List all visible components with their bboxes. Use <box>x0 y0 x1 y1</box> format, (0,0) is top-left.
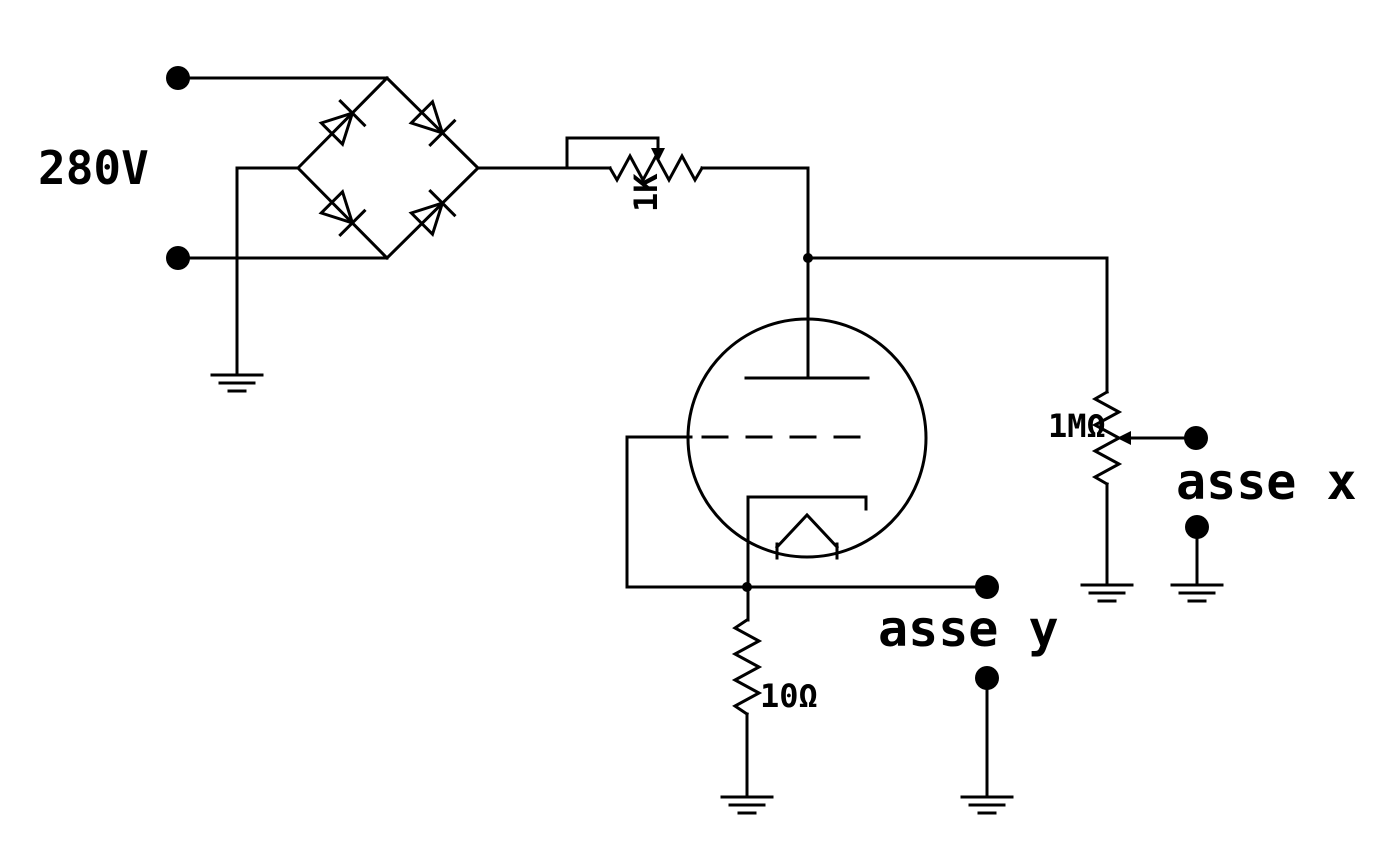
terminal-ac-bottom <box>166 246 190 270</box>
dots-layer <box>166 66 1209 690</box>
ground-symbol-y <box>960 795 1014 815</box>
label-cathode-resistor: 10Ω <box>760 677 818 715</box>
tube-heater <box>774 512 840 560</box>
cathode-resistor-zigzag <box>731 617 763 717</box>
wire-bplus-rail <box>806 256 1109 394</box>
ground-symbol-pot <box>1080 583 1134 603</box>
label-supply-voltage: 280V <box>38 141 149 195</box>
terminal-y-ground <box>975 666 999 690</box>
label-y-axis: asse y <box>878 600 1059 658</box>
bridge-rectifier <box>295 75 481 261</box>
wiring-layer <box>176 75 1224 815</box>
wire-bridge-ground <box>235 166 300 377</box>
ground-symbol-cathode <box>720 795 774 815</box>
terminal-x-ground <box>1185 515 1209 539</box>
terminal-x-signal <box>1184 426 1208 450</box>
terminal-y-signal <box>975 575 999 599</box>
bridge-diamond <box>295 75 481 261</box>
potentiometer-1m <box>1091 389 1187 587</box>
wire-grid-loop <box>625 435 989 589</box>
terminal-ac-top <box>166 66 190 90</box>
junction-bplus <box>803 253 813 263</box>
triode-vacuum-tube <box>625 317 928 622</box>
cathode-resistor-10ohm <box>731 617 763 799</box>
rheostat-wiper-loop <box>565 136 660 170</box>
ground-symbol-bridge <box>210 373 264 393</box>
junction-cathode-grid <box>742 582 752 592</box>
label-x-axis: asse x <box>1176 453 1357 511</box>
tube-cathode <box>746 495 868 511</box>
label-potentiometer: 1MΩ <box>1048 407 1106 445</box>
ground-symbol-x <box>1170 583 1224 603</box>
potentiometer-wiper-arrow <box>1117 431 1131 445</box>
label-rheostat: 1K <box>627 173 665 212</box>
rheostat-wiper-arrow <box>651 148 665 162</box>
